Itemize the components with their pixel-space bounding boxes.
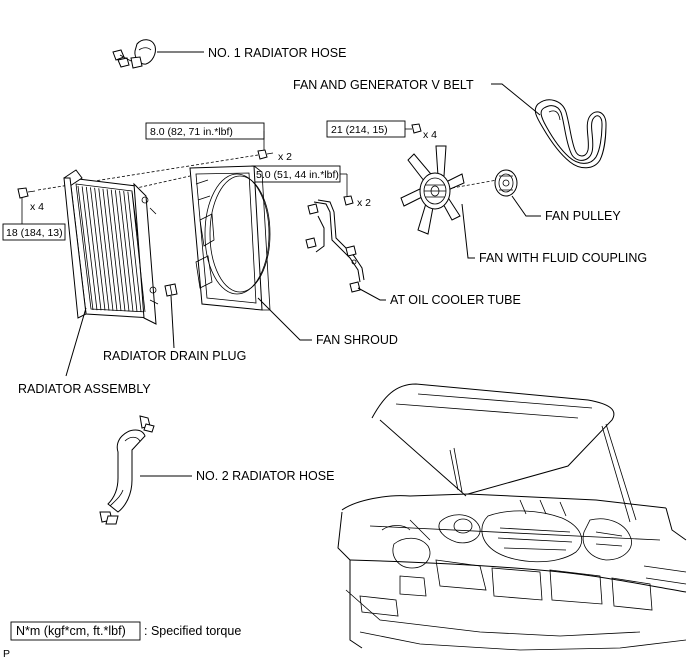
radiator-assembly-label: RADIATOR ASSEMBLY bbox=[18, 382, 151, 396]
torque-cooler-bolt: 5.0 (51, 44 in.*lbf) bbox=[256, 169, 339, 181]
radiator-fin-line bbox=[90, 187, 106, 311]
shroud-bolt-quantity: x 2 bbox=[278, 151, 292, 163]
legend-meaning-text: : Specified torque bbox=[144, 624, 241, 638]
no1-radiator-hose-part bbox=[112, 39, 156, 69]
fan-nut-quantity: x 4 bbox=[423, 129, 437, 141]
at-oil-cooler-tube-label: AT OIL COOLER TUBE bbox=[390, 293, 521, 307]
radiator-fin-line bbox=[102, 188, 118, 311]
radiator-fin-line bbox=[110, 189, 126, 312]
radiator-fin-line bbox=[98, 188, 114, 311]
at-oil-cooler-tube-part bbox=[305, 199, 365, 293]
fan-with-fluid-coupling-part bbox=[400, 145, 465, 235]
fan-nut-part bbox=[411, 123, 422, 134]
v-belt-part bbox=[534, 99, 607, 169]
fan-pulley-part bbox=[494, 169, 518, 197]
vehicle-engine-bay-illustration bbox=[337, 383, 687, 651]
radiator-fin-line bbox=[77, 185, 94, 311]
shroud-bolt-part bbox=[257, 149, 274, 160]
radiator-fin-line bbox=[106, 189, 122, 312]
page-code: P bbox=[3, 648, 10, 660]
torque-shroud-bolt: 8.0 (82, 71 in.*lbf) bbox=[150, 126, 233, 138]
torque-radiator-bolt: 18 (184, 13) bbox=[6, 227, 63, 239]
radiator-fin-line bbox=[119, 190, 134, 312]
radiator-fin-line bbox=[127, 191, 142, 312]
radiator-fin-line bbox=[81, 186, 98, 311]
radiator-fin-line bbox=[123, 191, 138, 312]
radiator-fin-line bbox=[131, 191, 146, 313]
radiator-drain-plug-label: RADIATOR DRAIN PLUG bbox=[103, 349, 246, 363]
legend-unit-text: N*m (kgf*cm, ft.*lbf) bbox=[16, 624, 126, 638]
radiator-drain-plug-part bbox=[164, 283, 178, 297]
radiator-assembly-part bbox=[63, 169, 159, 325]
radiator-bolt-quantity: x 4 bbox=[30, 201, 44, 213]
cooler-bolt-part bbox=[343, 195, 354, 206]
no2-radiator-hose-part bbox=[99, 415, 155, 525]
legend-torque-box bbox=[10, 621, 141, 641]
radiator-bolt-part bbox=[17, 187, 36, 199]
torque-box-radiator-bolt bbox=[2, 223, 66, 241]
radiator-fin-line bbox=[85, 186, 102, 311]
radiator-fin-line bbox=[94, 187, 110, 311]
cooler-bolt-quantity: x 2 bbox=[357, 197, 371, 209]
fan-generator-v-belt-label: FAN AND GENERATOR V BELT bbox=[293, 78, 474, 92]
no1-radiator-hose-label: NO. 1 RADIATOR HOSE bbox=[208, 46, 346, 60]
radiator-fin-line bbox=[114, 190, 130, 312]
torque-fan-nut: 21 (214, 15) bbox=[331, 124, 388, 136]
fan-shroud-part bbox=[189, 165, 271, 311]
no2-radiator-hose-label: NO. 2 RADIATOR HOSE bbox=[196, 469, 334, 483]
fan-shroud-label: FAN SHROUD bbox=[316, 333, 398, 347]
fan-pulley-label: FAN PULLEY bbox=[545, 209, 621, 223]
radiator-core-fins bbox=[77, 185, 146, 313]
fan-with-fluid-coupling-label: FAN WITH FLUID COUPLING bbox=[479, 251, 647, 265]
